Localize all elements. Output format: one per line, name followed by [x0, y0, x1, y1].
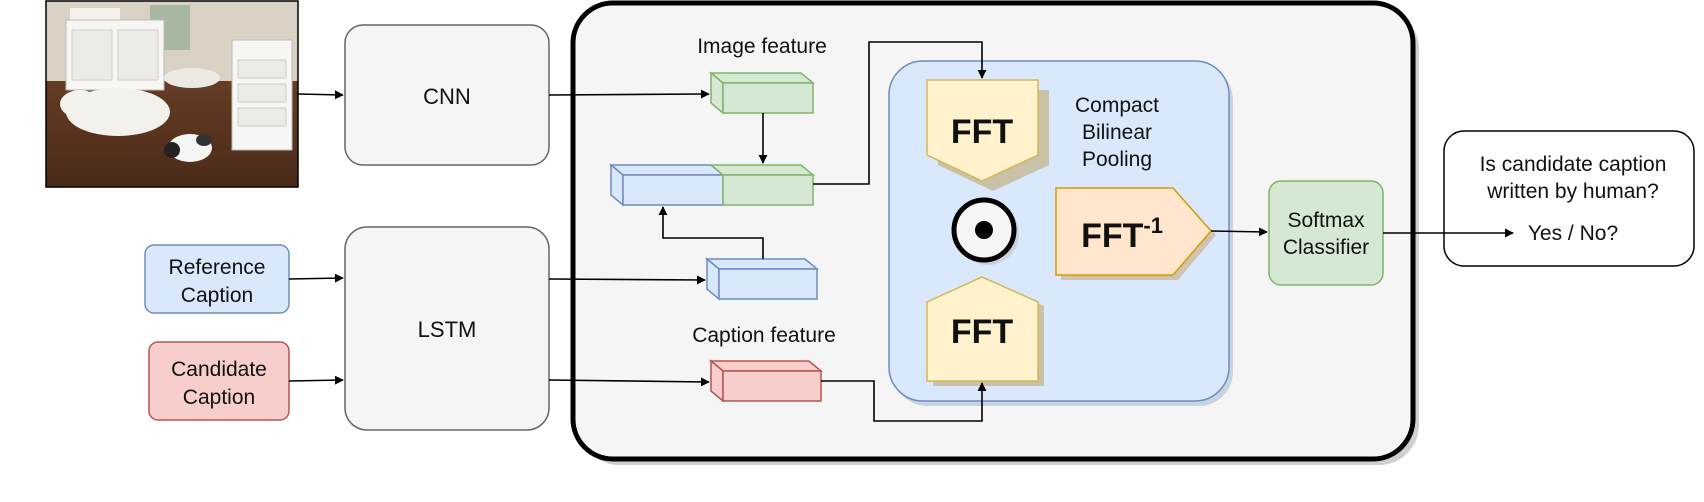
- ifft-label-base: FFT: [1081, 217, 1144, 255]
- arrow-lstm-to-reference-feature: [548, 275, 706, 285]
- candidate-caption-node: Candidate Caption: [148, 341, 290, 421]
- ifft-shape: [1055, 187, 1212, 276]
- output-question-node: Is candidate caption written by human? Y…: [1443, 130, 1695, 267]
- connectors: [288, 41, 1514, 422]
- fft-bottom-label: FFT: [951, 313, 1014, 351]
- input-photo: [45, 0, 299, 188]
- arrow-caption-feature-to-fft-bottom: [821, 380, 987, 422]
- caption-feature-label: Caption feature: [692, 324, 836, 347]
- reference-caption-node: Reference Caption: [144, 244, 290, 314]
- candidate-caption-line2: Caption: [183, 386, 255, 409]
- question-line1: Is candidate caption: [1480, 153, 1667, 176]
- softmax-line2: Classifier: [1283, 236, 1369, 259]
- reference-caption-line1: Reference: [169, 256, 266, 279]
- arrow-lstm-to-caption-feature: [548, 377, 710, 387]
- candidate-caption-line1: Candidate: [171, 358, 267, 381]
- softmax-line1: Softmax: [1287, 209, 1365, 232]
- arrow-reference-to-lstm: [288, 273, 344, 283]
- fft-bottom-shape: [926, 276, 1039, 382]
- arrow-candidate-to-lstm: [288, 375, 344, 385]
- concat-blue-cuboid: [608, 163, 726, 207]
- cbp-label-line3: Pooling: [1082, 148, 1152, 171]
- arrow-concat-to-fft-top: [813, 41, 987, 185]
- image-feature-cuboid: [708, 71, 816, 115]
- cbp-label-line2: Bilinear: [1082, 121, 1152, 144]
- reference-feature-cuboid: [704, 257, 820, 301]
- cbp-label-line1: Compact: [1075, 94, 1159, 117]
- ifft-label: FFT-1: [1081, 213, 1163, 255]
- lstm-label: LSTM: [418, 317, 477, 342]
- cnn-node: CNN: [344, 24, 550, 166]
- reference-caption-line2: Caption: [181, 284, 253, 307]
- fft-top-shape: [926, 79, 1039, 182]
- concat-green-cuboid: [708, 164, 816, 206]
- arrow-ifft-to-softmax: [1210, 227, 1268, 237]
- arrow-cnn-to-image-feature: [548, 89, 710, 99]
- fft-top-label: FFT: [951, 113, 1014, 151]
- ifft-label-superscript: -1: [1143, 213, 1163, 238]
- hadamard-product-icon: [951, 197, 1019, 265]
- arrow-photo-to-cnn: [297, 90, 344, 100]
- question-line2: written by human?: [1486, 180, 1659, 203]
- arrow-reference-feature-to-concat: [658, 206, 764, 259]
- cnn-label: CNN: [423, 84, 471, 109]
- lstm-node: LSTM: [344, 226, 550, 431]
- answer-label: Yes / No?: [1528, 222, 1618, 245]
- caption-feature-cuboid: [708, 359, 824, 403]
- softmax-classifier-node: Softmax Classifier: [1268, 180, 1384, 286]
- image-feature-label: Image feature: [697, 35, 827, 58]
